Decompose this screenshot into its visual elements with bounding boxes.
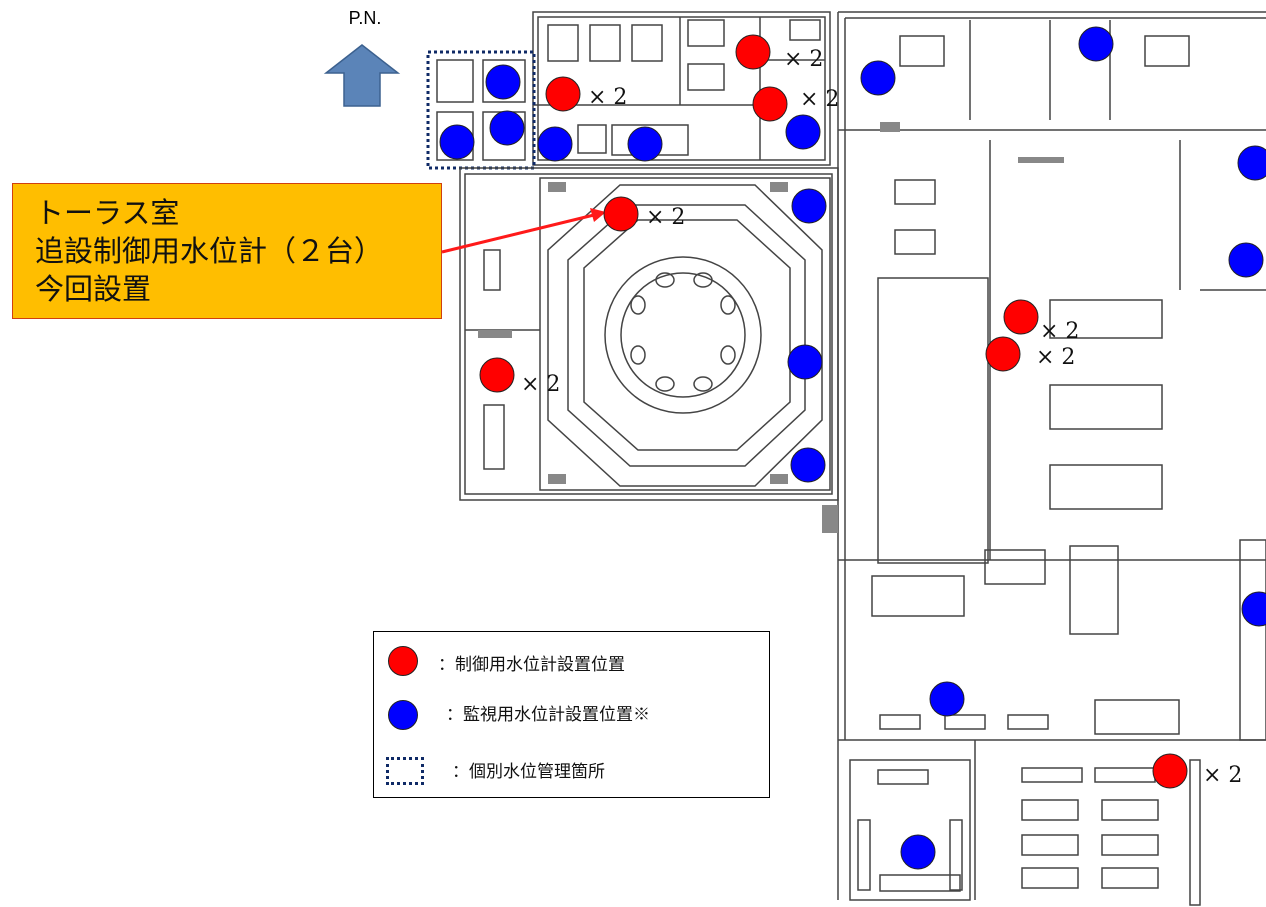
multiplier-label: × 2 xyxy=(1036,345,1075,370)
multiplier-label: × 2 xyxy=(588,85,627,110)
legend-monitor-label: ：監視用水位計設置位置※ xyxy=(446,705,650,725)
legend-individual-label: ：個別水位管理箇所 xyxy=(452,762,605,782)
monitor-marker xyxy=(1078,26,1114,62)
torus-room-callout: トーラス室 追設制御用水位計（２台） 今回設置 xyxy=(12,183,442,319)
monitor-marker xyxy=(1228,242,1264,278)
multiplier-label: × 2 xyxy=(521,372,560,397)
monitor-marker xyxy=(485,64,521,100)
monitor-marker xyxy=(1237,145,1266,181)
callout-line: 追設制御用水位計（２台） xyxy=(35,234,384,268)
monitor-marker xyxy=(1241,591,1266,627)
monitor-marker xyxy=(537,126,573,162)
control-marker xyxy=(752,86,788,122)
monitor-marker xyxy=(439,124,475,160)
monitor-marker xyxy=(627,126,663,162)
callout-line: 今回設置 xyxy=(35,272,152,306)
monitor-marker xyxy=(860,60,896,96)
multiplier-label: × 2 xyxy=(646,205,685,230)
callout-arrow xyxy=(441,208,606,254)
multiplier-label: × 2 xyxy=(1203,763,1242,788)
control-marker xyxy=(545,76,581,112)
control-marker-icon xyxy=(388,646,418,676)
control-marker xyxy=(1152,753,1188,789)
monitor-marker xyxy=(787,344,823,380)
control-marker xyxy=(985,336,1021,372)
monitor-marker xyxy=(489,110,525,146)
legend-control-label: ：制御用水位計設置位置 xyxy=(438,655,625,675)
monitor-marker xyxy=(900,834,936,870)
monitor-marker xyxy=(785,114,821,150)
multiplier-label: × 2 xyxy=(1040,319,1079,344)
control-marker xyxy=(603,196,639,232)
multiplier-label: × 2 xyxy=(784,47,823,72)
monitor-marker xyxy=(790,447,826,483)
monitor-marker xyxy=(929,681,965,717)
dotted-box-icon xyxy=(386,757,424,785)
control-markers xyxy=(479,34,1188,789)
legend: ：制御用水位計設置位置 ：監視用水位計設置位置※ ：個別水位管理箇所 xyxy=(373,631,770,798)
multiplier-label: × 2 xyxy=(800,87,839,112)
monitor-marker xyxy=(791,188,827,224)
monitor-marker-icon xyxy=(388,700,418,730)
callout-line: トーラス室 xyxy=(35,196,180,230)
monitor-markers xyxy=(439,26,1266,870)
control-marker xyxy=(1003,299,1039,335)
north-label: P.N. xyxy=(348,8,382,28)
north-arrow-icon xyxy=(323,44,401,107)
control-marker xyxy=(735,34,771,70)
control-marker xyxy=(479,357,515,393)
